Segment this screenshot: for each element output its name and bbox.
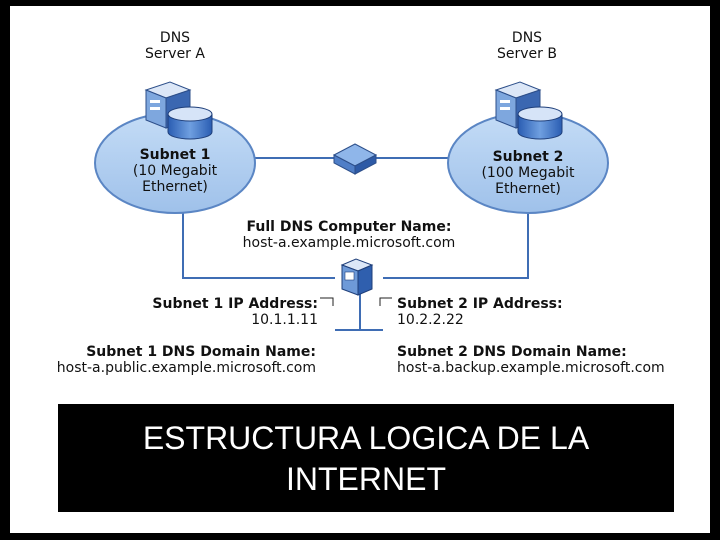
subnet-1-label: Subnet 1 (10 Megabit Ethernet) [132,147,218,195]
host-name-value: host-a.example.microsoft.com [242,235,456,251]
subnet-2-label: Subnet 2 (100 Megabit Ethernet) [481,149,575,197]
subnet-1-domain-value: host-a.public.example.microsoft.com [56,360,316,376]
subnet-2-ip-value: 10.2.2.22 [397,312,464,328]
database-icon [517,106,563,140]
computer-icon [340,258,374,296]
router-icon [332,143,378,175]
database-icon [167,106,213,140]
subnet-2-domain-value: host-a.backup.example.microsoft.com [397,360,665,376]
subnet-2-domain-block: Subnet 2 DNS Domain Name: host-a.backup.… [397,344,665,376]
link-host-ip1 [335,292,361,331]
host-name-block: Full DNS Computer Name: host-a.example.m… [224,219,474,251]
subnet-1-ip-block: Subnet 1 IP Address: 10.1.1.11 [138,296,318,328]
subnet-1-ip-label: Subnet 1 IP Address: [152,296,318,312]
subnet-2-ip-label: Subnet 2 IP Address: [397,296,563,312]
subnet-2-domain-label: Subnet 2 DNS Domain Name: [397,344,627,360]
host-name-label: Full DNS Computer Name: [246,219,452,235]
subnet-1-domain-block: Subnet 1 DNS Domain Name: host-a.public.… [36,344,316,376]
subnet-2-ip-block: Subnet 2 IP Address: 10.2.2.22 [397,296,563,328]
caption-box: ESTRUCTURA LOGICA DE LA INTERNET [58,404,674,512]
link-subnet2-host [383,205,529,279]
callout-brackets [320,297,392,306]
subnet-1-ip-value: 10.1.1.11 [251,312,318,328]
link-host-ip2 [359,292,383,331]
caption-title: ESTRUCTURA LOGICA DE LA INTERNET [142,420,590,497]
subnet-1-domain-label: Subnet 1 DNS Domain Name: [86,344,316,360]
link-subnet1-host [182,205,335,279]
